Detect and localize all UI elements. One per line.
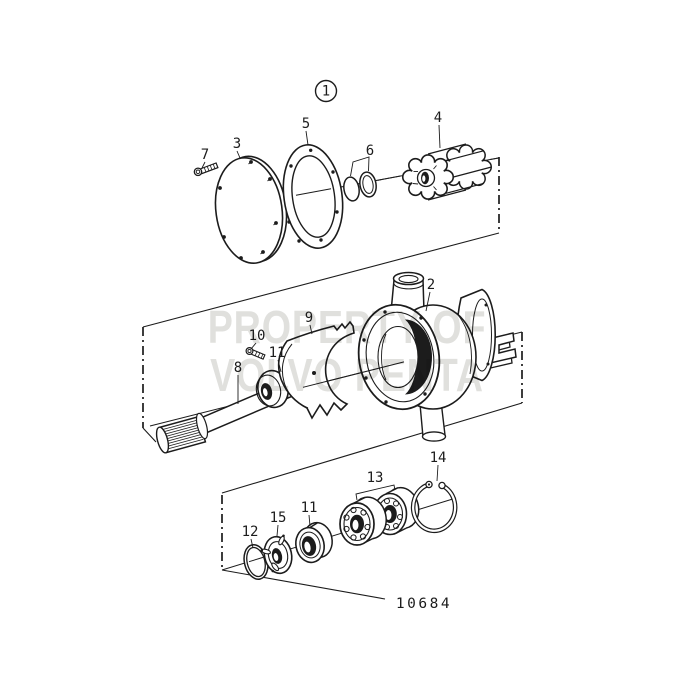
callout-3: 3	[233, 136, 241, 159]
callout-label: 8	[234, 360, 242, 376]
callout-13: 13	[355, 470, 396, 501]
part-ball-bearings	[339, 486, 420, 546]
callout-label: 10	[249, 328, 266, 344]
callout-label: 13	[367, 470, 384, 486]
shaft-spline-hatching	[161, 419, 204, 450]
construction-plane-lines	[142, 157, 523, 600]
callout-label: 5	[302, 116, 310, 132]
part-sealing-rings	[343, 171, 377, 202]
callout-8: 8	[234, 360, 242, 404]
callout-label: 2	[427, 277, 435, 293]
callout-label: 12	[242, 524, 259, 540]
callout-10: 10	[249, 328, 266, 350]
part-cover-gasket	[282, 144, 344, 249]
callout-label: 11	[269, 345, 286, 361]
callout-11-middle: 11	[269, 345, 286, 373]
part-circlip	[410, 480, 458, 534]
part-cover-plate	[214, 155, 288, 264]
callout-12: 12	[242, 524, 259, 549]
callout-label: 4	[434, 110, 442, 126]
callout-15: 15	[270, 510, 287, 537]
callout-11-bottom: 11	[301, 500, 318, 527]
callout-5: 5	[302, 116, 310, 146]
watermark-line2: VOLVO PENTA	[210, 349, 484, 400]
callout-label: 14	[430, 450, 447, 466]
cover-plate-holes	[218, 160, 278, 260]
connector-top-middle	[142, 232, 500, 328]
seal-spring-pins	[260, 534, 285, 573]
corner-return-middle-left	[142, 427, 157, 443]
bottom-edge-line	[221, 569, 386, 600]
figure-reference: 1	[314, 79, 338, 103]
callout-14: 14	[430, 450, 447, 482]
callout-4: 4	[434, 110, 442, 149]
part-spacer-ring	[295, 521, 333, 564]
part-o-ring	[243, 544, 269, 580]
callout-label: 6	[366, 143, 374, 159]
callout-9: 9	[305, 310, 313, 335]
part-pump-housing	[357, 271, 517, 442]
bearing-rear	[372, 486, 420, 536]
callout-label: 7	[201, 147, 209, 163]
axis-overlays	[248, 157, 499, 563]
drawing-number: 10684	[396, 596, 452, 612]
callout-label: 15	[270, 510, 287, 526]
connector-middle-bottom	[221, 402, 523, 494]
part-lip-seal	[260, 534, 293, 575]
part-cam-screw	[245, 347, 266, 360]
callout-label: 9	[305, 310, 313, 326]
part-impeller	[402, 143, 492, 201]
figure-reference-number: 1	[322, 84, 330, 100]
callout-7: 7	[201, 147, 209, 169]
callout-label: 11	[301, 500, 318, 516]
gasket-holes	[287, 148, 339, 243]
part-cam	[277, 320, 355, 420]
bearing-front	[339, 496, 387, 546]
impeller-vane-edges	[427, 143, 492, 201]
part-cover-screw	[193, 162, 219, 177]
callout-6: 6	[350, 143, 374, 177]
flange-bolt-holes	[362, 310, 427, 404]
callout-label: 3	[233, 136, 241, 152]
watermark: PROPERTY OF VOLVO PENTA	[208, 301, 487, 400]
watermark-line1: PROPERTY OF	[208, 301, 487, 352]
callout-2: 2	[425, 277, 435, 312]
